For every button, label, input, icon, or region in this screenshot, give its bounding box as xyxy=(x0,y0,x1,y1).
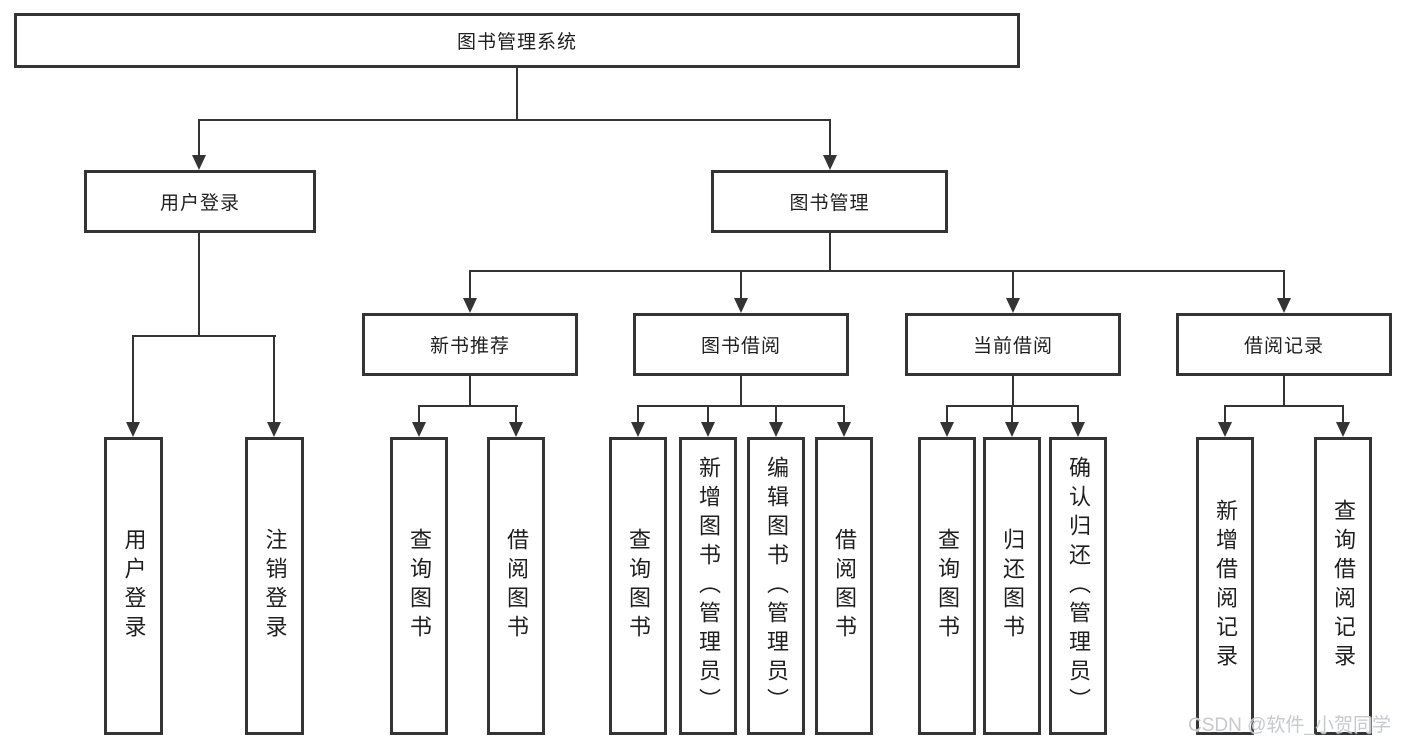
node-leaf-user-login-label: 用户登录 xyxy=(121,528,147,644)
node-new-book-recommend-label: 新书推荐 xyxy=(429,336,510,357)
arrow-down-icon xyxy=(1006,298,1020,313)
node-newrec-borrow-book-label: 借阅图书 xyxy=(504,528,529,644)
arrow-down-icon xyxy=(1071,422,1085,437)
node-borrow-add-book-admin: 新增图书（管理员） xyxy=(679,437,737,735)
arrow-down-icon xyxy=(412,422,426,437)
connector-line xyxy=(740,376,742,407)
arrow-down-icon xyxy=(192,155,206,170)
connector-line xyxy=(469,270,471,299)
node-current-borrow-label: 当前借阅 xyxy=(972,336,1053,357)
watermark-text: CSDN @软件_小贺同学 xyxy=(1188,715,1391,736)
node-borrow-query-book-label: 查询图书 xyxy=(626,528,651,644)
connector-line xyxy=(637,405,639,423)
node-newrec-query-book-label: 查询图书 xyxy=(407,528,432,644)
arrow-down-icon xyxy=(1277,298,1291,313)
arrow-down-icon xyxy=(463,298,477,313)
arrow-down-icon xyxy=(701,422,715,437)
node-borrow-edit-book-admin: 编辑图书（管理员） xyxy=(747,437,805,735)
arrow-down-icon xyxy=(126,422,140,437)
node-current-query-book-label: 查询图书 xyxy=(935,528,960,644)
arrow-down-icon xyxy=(837,422,851,437)
connector-line xyxy=(1283,270,1285,299)
node-current-confirm-return-admin: 确认归还（管理员） xyxy=(1049,437,1107,735)
node-book-management: 图书管理 xyxy=(711,170,948,233)
connector-line xyxy=(469,376,471,407)
connector-line xyxy=(198,233,200,337)
connector-line xyxy=(515,405,517,423)
connector-line xyxy=(469,270,1285,272)
node-current-borrow: 当前借阅 xyxy=(905,313,1121,376)
arrow-down-icon xyxy=(823,155,837,170)
node-borrow-borrow-book-label: 借阅图书 xyxy=(832,528,857,644)
node-borrow-borrow-book: 借阅图书 xyxy=(815,437,873,735)
connector-line xyxy=(132,335,134,423)
node-book-borrow: 图书借阅 xyxy=(633,313,849,376)
node-new-book-recommend: 新书推荐 xyxy=(362,313,578,376)
connector-line xyxy=(1011,405,1013,423)
node-current-query-book: 查询图书 xyxy=(918,437,976,735)
connector-line xyxy=(843,405,845,423)
node-leaf-logout-label: 注销登录 xyxy=(262,528,288,644)
connector-line xyxy=(198,119,831,121)
node-leaf-logout: 注销登录 xyxy=(245,437,304,735)
connector-line xyxy=(740,270,742,299)
connector-line xyxy=(418,405,420,423)
node-borrow-query-book: 查询图书 xyxy=(609,437,667,735)
connector-line xyxy=(1224,405,1226,423)
node-book-borrow-label: 图书借阅 xyxy=(700,336,781,357)
node-record-query-record: 查询借阅记录 xyxy=(1314,437,1372,735)
arrow-down-icon xyxy=(267,422,281,437)
connector-line xyxy=(1077,405,1079,423)
arrow-down-icon xyxy=(769,422,783,437)
connector-line xyxy=(1224,405,1344,407)
connector-line xyxy=(707,405,709,423)
node-current-confirm-return-admin-label: 确认归还（管理员） xyxy=(1066,455,1091,717)
node-user-login-label: 用户登录 xyxy=(159,193,240,214)
connector-line xyxy=(132,335,276,337)
connector-line xyxy=(198,119,200,156)
node-borrow-record-label: 借阅记录 xyxy=(1243,336,1324,357)
arrow-down-icon xyxy=(1336,422,1350,437)
node-borrow-record: 借阅记录 xyxy=(1176,313,1392,376)
node-newrec-query-book: 查询图书 xyxy=(390,437,448,735)
node-record-query-record-label: 查询借阅记录 xyxy=(1331,499,1356,673)
connector-line xyxy=(273,335,275,423)
connector-line xyxy=(418,405,518,407)
arrow-down-icon xyxy=(631,422,645,437)
arrow-down-icon xyxy=(509,422,523,437)
connector-line xyxy=(775,405,777,423)
arrow-down-icon xyxy=(734,298,748,313)
node-current-return-book-label: 归还图书 xyxy=(1000,528,1025,644)
connector-line xyxy=(829,233,831,272)
connector-line xyxy=(1012,270,1014,299)
node-root: 图书管理系统 xyxy=(14,13,1020,68)
node-root-label: 图书管理系统 xyxy=(456,32,577,53)
arrow-down-icon xyxy=(940,422,954,437)
connector-line xyxy=(1012,376,1014,407)
connector-line xyxy=(946,405,948,423)
node-record-add-record: 新增借阅记录 xyxy=(1196,437,1254,735)
connector-line xyxy=(1342,405,1344,423)
node-borrow-add-book-admin-label: 新增图书（管理员） xyxy=(696,455,721,717)
node-newrec-borrow-book: 借阅图书 xyxy=(487,437,545,735)
arrow-down-icon xyxy=(1005,422,1019,437)
connector-line xyxy=(516,68,518,121)
node-user-login: 用户登录 xyxy=(84,170,316,233)
connector-line xyxy=(829,119,831,156)
arrow-down-icon xyxy=(1218,422,1232,437)
connector-line xyxy=(1283,376,1285,407)
node-record-add-record-label: 新增借阅记录 xyxy=(1213,499,1238,673)
node-leaf-user-login: 用户登录 xyxy=(104,437,163,735)
connector-line xyxy=(637,405,845,407)
node-book-management-label: 图书管理 xyxy=(789,193,870,214)
node-borrow-edit-book-admin-label: 编辑图书（管理员） xyxy=(764,455,789,717)
node-current-return-book: 归还图书 xyxy=(983,437,1041,735)
